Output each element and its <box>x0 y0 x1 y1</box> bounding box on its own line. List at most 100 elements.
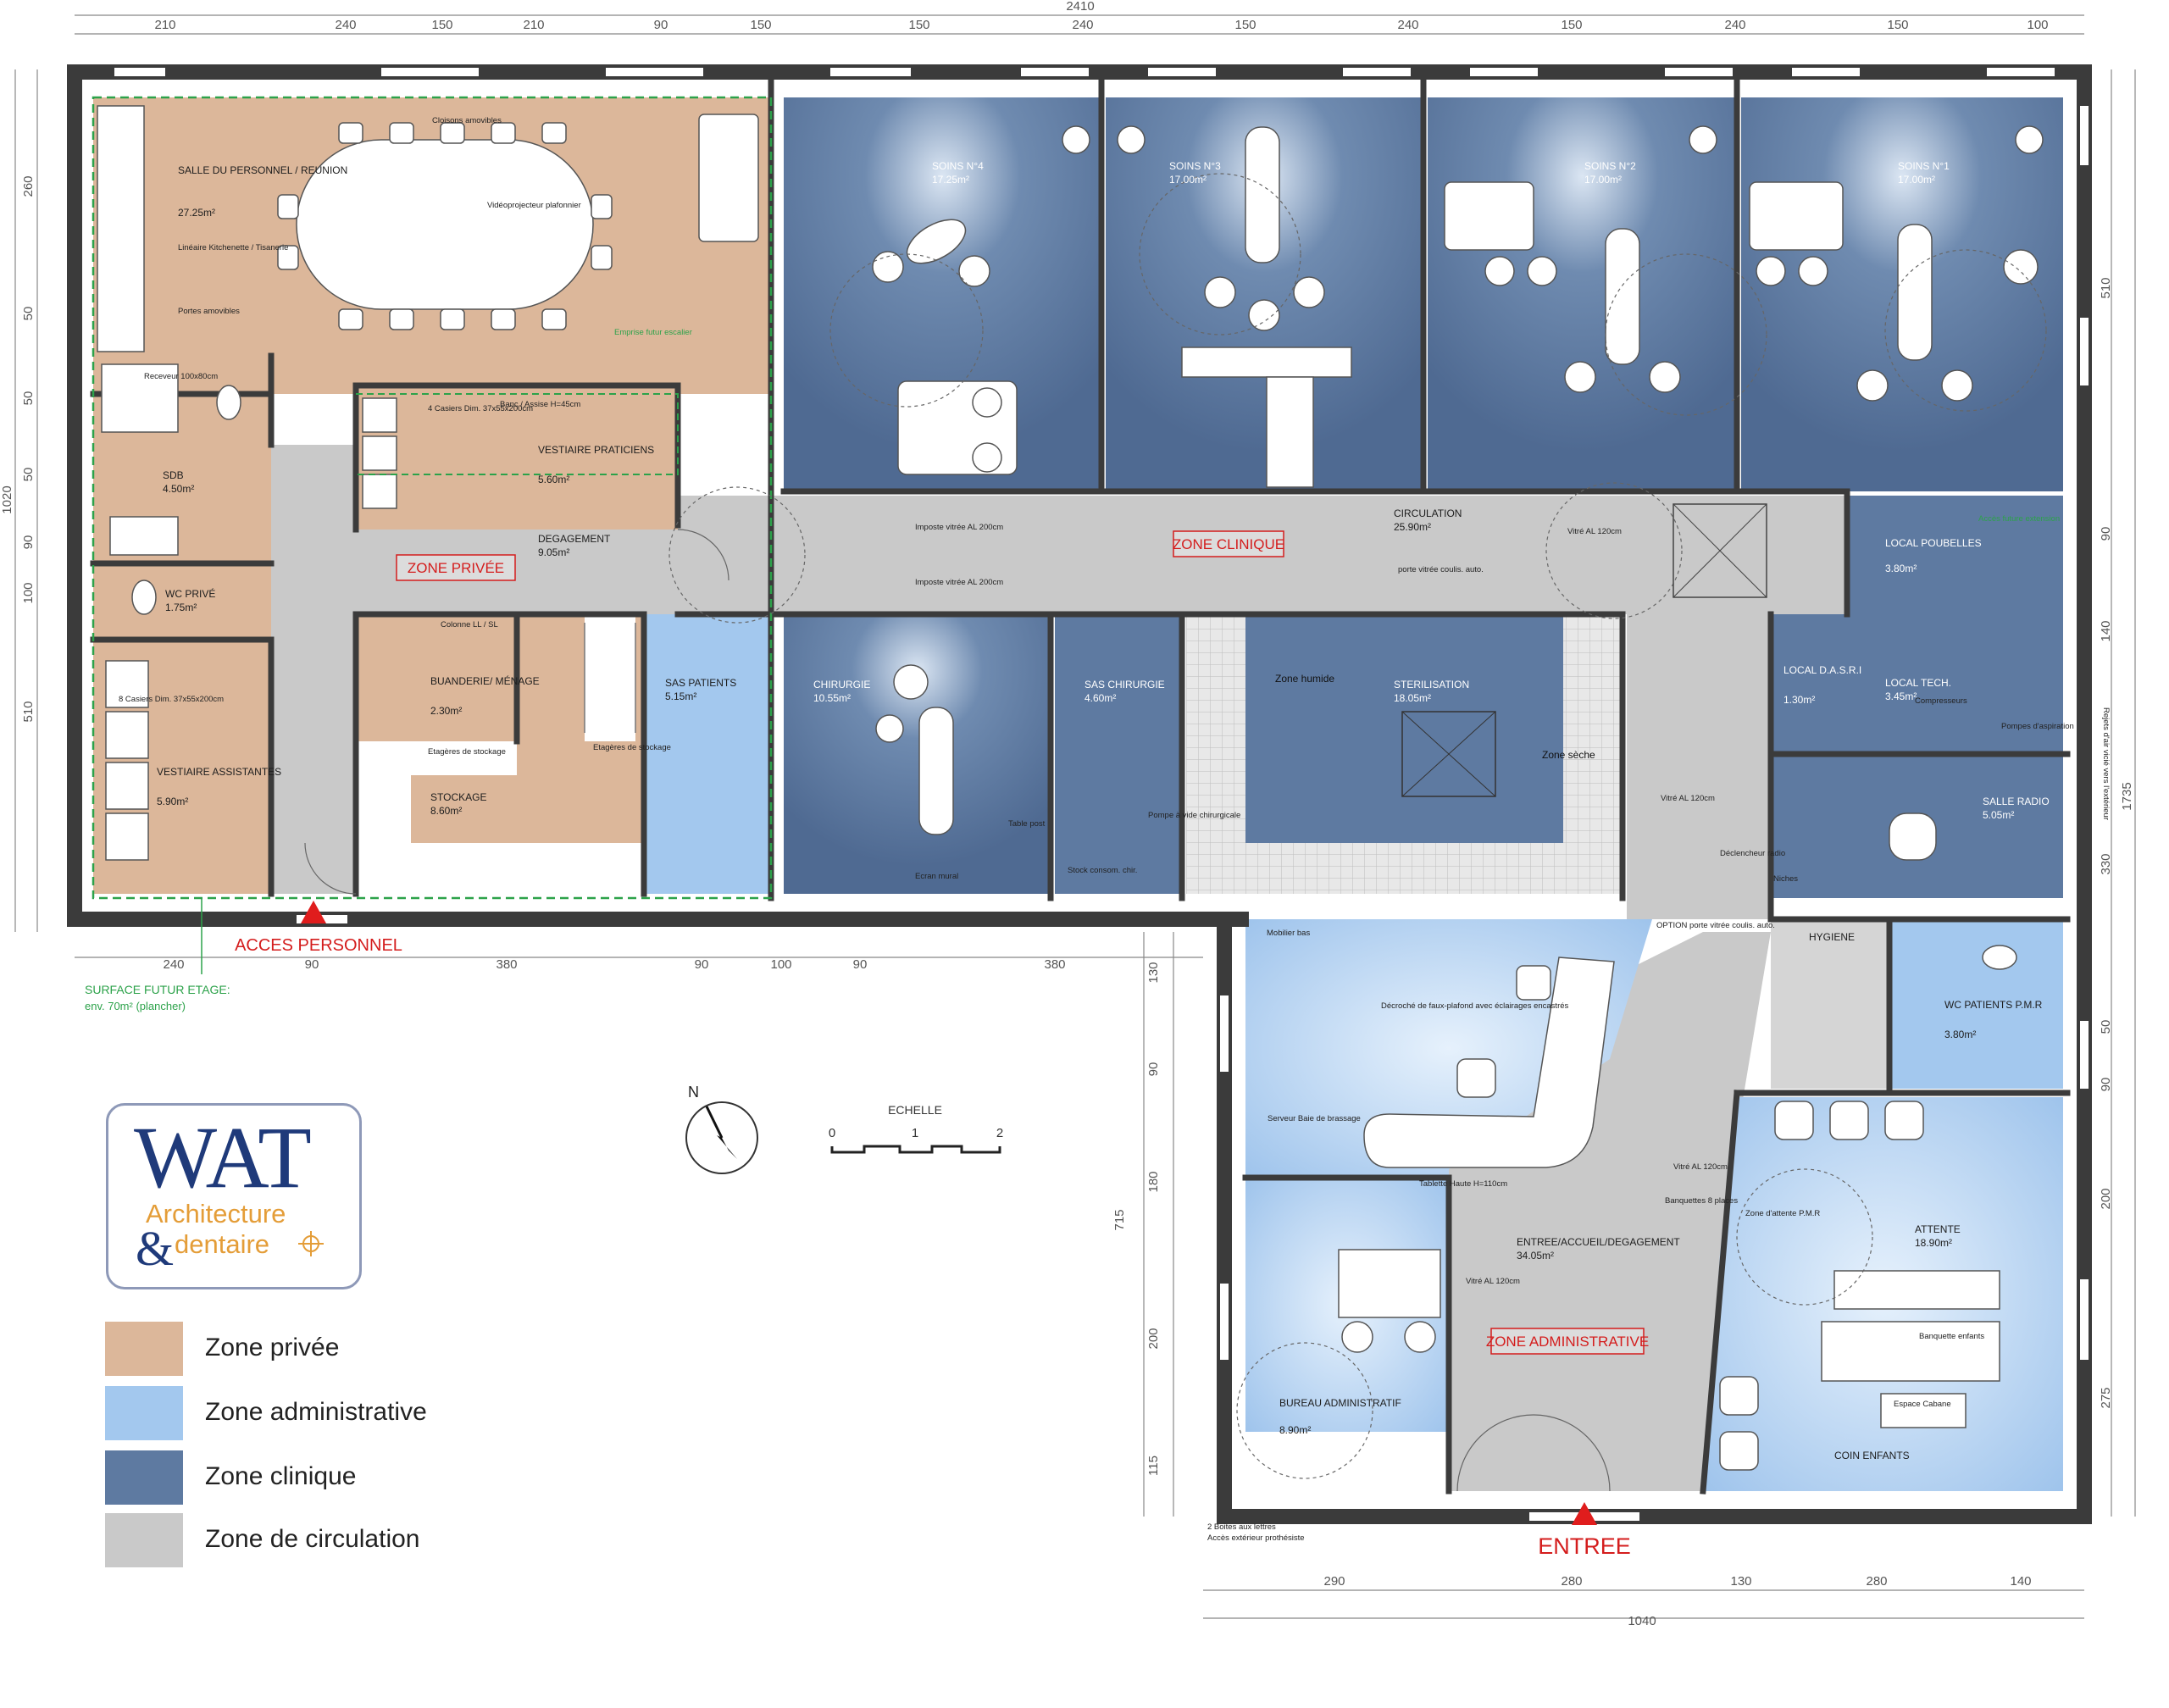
svg-text:Etagères de stockage: Etagères de stockage <box>428 747 506 757</box>
svg-text:SALLE RADIO: SALLE RADIO <box>1983 796 2050 807</box>
legend-item-circulation: Zone de circulation <box>105 1513 495 1567</box>
room-chirurgie: CHIRURGIE 10.55m² <box>813 679 870 704</box>
stair-void <box>1673 503 1767 598</box>
logo-ampersand: & <box>136 1221 175 1276</box>
svg-text:2 Boites aux lettres: 2 Boites aux lettres <box>1207 1522 1276 1532</box>
svg-text:ATTENTE: ATTENTE <box>1915 1223 1961 1235</box>
dental-chair-chirurgie <box>875 664 954 835</box>
room-hygiene: HYGIENE <box>1809 931 1855 943</box>
svg-text:150: 150 <box>431 18 452 32</box>
svg-text:Colonne LL / SL: Colonne LL / SL <box>441 620 498 629</box>
room-attente: ATTENTE 18.90m² <box>1915 1223 1961 1249</box>
zone-privee-wc <box>93 563 271 640</box>
svg-text:90: 90 <box>1146 1062 1161 1077</box>
toilet-wc-prive <box>131 580 157 615</box>
svg-text:150: 150 <box>1887 18 1908 32</box>
svg-text:Vitré AL 120cm: Vitré AL 120cm <box>1661 794 1715 803</box>
legend-swatch <box>105 1513 183 1567</box>
legend-item-privee: Zone privée <box>105 1322 495 1376</box>
legend-label: Zone privée <box>205 1334 340 1361</box>
svg-text:210: 210 <box>523 18 544 32</box>
svg-text:240: 240 <box>335 18 356 32</box>
room-circulation: CIRCULATION 25.90m² <box>1394 507 1462 533</box>
svg-text:Emprise futur escalier: Emprise futur escalier <box>614 328 692 337</box>
svg-text:280: 280 <box>1561 1574 1582 1589</box>
svg-text:Déclencheur radio: Déclencheur radio <box>1720 849 1785 858</box>
svg-text:Accès extérieur prothésiste: Accès extérieur prothésiste <box>1207 1533 1305 1543</box>
svg-text:LOCAL POUBELLES: LOCAL POUBELLES <box>1885 537 1982 549</box>
svg-text:Zone humide: Zone humide <box>1275 673 1334 685</box>
svg-text:Receveur 100x80cm: Receveur 100x80cm <box>144 372 218 381</box>
zone-wc-pmr <box>1889 919 2063 1089</box>
svg-text:240: 240 <box>163 957 184 972</box>
svg-text:27.25m²: 27.25m² <box>178 207 215 219</box>
svg-text:90: 90 <box>695 957 709 972</box>
room-wc-prive: WC PRIVÉ 1.75m² <box>165 587 215 613</box>
legend-label: Zone clinique <box>205 1462 357 1490</box>
svg-text:130: 130 <box>1146 962 1161 983</box>
svg-text:18.90m²: 18.90m² <box>1915 1237 1952 1249</box>
crosshair-icon <box>298 1231 324 1256</box>
svg-text:4.50m²: 4.50m² <box>163 483 194 495</box>
sink-sdb <box>109 516 179 556</box>
svg-text:BUANDERIE/ MÉNAGE: BUANDERIE/ MÉNAGE <box>430 674 540 687</box>
svg-text:LOCAL D.A.S.R.I: LOCAL D.A.S.R.I <box>1783 664 1861 676</box>
svg-text:50: 50 <box>21 468 36 482</box>
svg-text:CHIRURGIE: CHIRURGIE <box>813 679 870 690</box>
room-soins-4: SOINS N°4 17.25m² <box>932 160 984 186</box>
legend-swatch <box>105 1450 183 1505</box>
svg-text:210: 210 <box>154 18 175 32</box>
svg-text:Stock consom. chir.: Stock consom. chir. <box>1068 866 1137 875</box>
room-degagement: DEGAGEMENT 9.05m² <box>538 533 611 558</box>
waiting-chairs <box>1719 1101 1924 1471</box>
toilet-wc-pmr <box>1982 945 2017 970</box>
svg-text:140: 140 <box>2010 1574 2031 1589</box>
svg-text:SOINS N°2: SOINS N°2 <box>1584 160 1636 172</box>
svg-text:380: 380 <box>496 957 517 972</box>
logo-dentaire: dentaire <box>175 1229 270 1259</box>
svg-text:STOCKAGE: STOCKAGE <box>430 791 486 803</box>
access-markers: ACCES PERSONNEL ENTREE SURFACE FUTUR ETA… <box>85 901 1631 1559</box>
room-vestiaire-praticiens: VESTIAIRE PRATICIENS 5.60m² <box>538 444 654 485</box>
room-salle-radio: SALLE RADIO 5.05m² <box>1983 796 2050 821</box>
logo-architecture: Architecture <box>146 1199 286 1228</box>
svg-text:WC PATIENTS P.M.R: WC PATIENTS P.M.R <box>1944 999 2043 1011</box>
svg-text:1.30m²: 1.30m² <box>1783 694 1815 706</box>
room-entree: ENTREE/ACCUEIL/DEGAGEMENT 34.05m² <box>1517 1236 1680 1262</box>
svg-text:34.05m²: 34.05m² <box>1517 1250 1554 1262</box>
svg-text:ENTREE/ACCUEIL/DEGAGEMENT: ENTREE/ACCUEIL/DEGAGEMENT <box>1517 1236 1680 1248</box>
svg-text:porte vitrée coulis. auto.: porte vitrée coulis. auto. <box>1398 565 1484 574</box>
zone-circ-degagement <box>271 530 678 614</box>
svg-text:275: 275 <box>2099 1387 2113 1408</box>
svg-text:Rejets d'air vicié vers l'exté: Rejets d'air vicié vers l'extérieur <box>2101 707 2111 820</box>
svg-text:Espace Cabane: Espace Cabane <box>1894 1400 1951 1409</box>
sofa <box>698 114 759 242</box>
zone-privee-vestiaire-prat <box>356 394 678 530</box>
room-local-tech: LOCAL TECH. 3.45m² <box>1885 677 1951 702</box>
svg-text:3.80m²: 3.80m² <box>1944 1029 1976 1040</box>
svg-text:Pompes d'aspiration: Pompes d'aspiration <box>2001 722 2074 731</box>
svg-text:130: 130 <box>1730 1574 1751 1589</box>
legend-label: Zone de circulation <box>205 1525 420 1553</box>
svg-text:Tablette Haute H=110cm: Tablette Haute H=110cm <box>1419 1179 1507 1189</box>
svg-text:Compresseurs: Compresseurs <box>1915 696 1967 706</box>
svg-text:17.00m²: 17.00m² <box>1584 174 1622 186</box>
dental-chair-soins-3 <box>1204 126 1325 331</box>
scale-tick-0: 0 <box>829 1126 835 1140</box>
svg-text:330: 330 <box>2099 853 2113 874</box>
svg-text:Imposte vitrée AL 200cm: Imposte vitrée AL 200cm <box>915 523 1003 532</box>
svg-text:150: 150 <box>1234 18 1256 32</box>
svg-text:180: 180 <box>1146 1171 1161 1192</box>
svg-text:50: 50 <box>21 307 36 321</box>
dental-chair-soins-1 <box>1856 224 1973 402</box>
svg-text:Niches: Niches <box>1773 874 1798 884</box>
zone-local-tech <box>1771 614 2063 754</box>
legend-swatch <box>105 1322 183 1376</box>
svg-text:5.15m²: 5.15m² <box>665 690 696 702</box>
small-annotations: Zone humide Zone sèche Tablette Haute H=… <box>119 116 2111 1543</box>
radio-unit <box>1889 812 1937 861</box>
svg-text:5.90m²: 5.90m² <box>157 796 188 807</box>
svg-text:90: 90 <box>2099 1078 2113 1092</box>
svg-text:150: 150 <box>908 18 929 32</box>
